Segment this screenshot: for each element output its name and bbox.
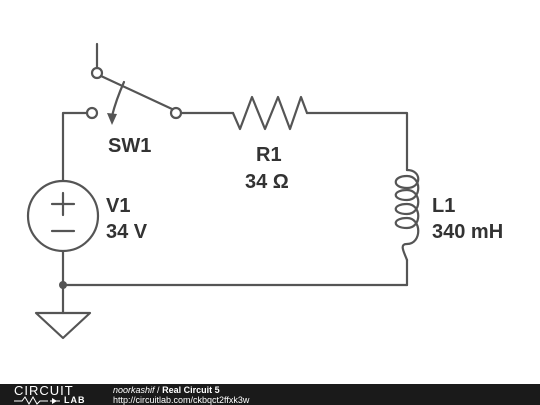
circuitlab-logo[interactable]: CIRCUIT LAB [14, 384, 96, 405]
resistor-zigzag [231, 95, 309, 131]
wire-left-top [61, 111, 89, 182]
circuit-url[interactable]: http://circuitlab.com/ckbqct2ffxk3w [113, 395, 250, 405]
switch-arrow-head-icon [107, 113, 117, 125]
circuit-title: Real Circuit 5 [162, 385, 220, 395]
inductor-l1[interactable] [394, 168, 420, 262]
wire-right-top [305, 111, 409, 172]
ground-icon [34, 311, 92, 340]
inductor-label: L1 [432, 195, 455, 217]
switch-terminal-left [85, 106, 99, 120]
separator: / [157, 385, 160, 395]
footer-bar: CIRCUIT LAB noorkashif / Real Circuit 5 … [0, 384, 540, 405]
resistor-r1[interactable] [231, 95, 309, 131]
switch-arrow-arc [110, 80, 126, 118]
author-link[interactable]: noorkashif [113, 385, 155, 395]
logo-text-top: CIRCUIT [14, 383, 74, 398]
switch-blade [99, 74, 174, 111]
voltage-source-v1[interactable] [26, 179, 100, 253]
inductor-coil [394, 168, 420, 262]
author-title-line: noorkashif / Real Circuit 5 [113, 385, 249, 395]
inductor-value: 340 mH [432, 221, 503, 243]
circuit-meta: noorkashif / Real Circuit 5 http://circu… [113, 385, 249, 405]
source-value: 34 V [106, 221, 148, 243]
schematic-canvas: SW1 R1 34 Ω V1 34 V L1 340 mH [26, 42, 504, 340]
junction-dot [59, 281, 67, 289]
source-label: V1 [106, 195, 130, 217]
logo-text-bottom: LAB [64, 395, 86, 405]
circuit-diagram: SW1 R1 34 Ω V1 34 V L1 340 mH [26, 42, 503, 340]
switch-label: SW1 [108, 135, 151, 157]
source-circle [26, 179, 100, 253]
switch-sw1[interactable] [85, 42, 183, 125]
switch-terminal-top [90, 66, 104, 80]
switch-terminal-right [169, 106, 183, 120]
logo-wave-icon [14, 396, 60, 405]
resistor-value: 34 Ω [245, 171, 289, 193]
resistor-label: R1 [256, 144, 282, 166]
